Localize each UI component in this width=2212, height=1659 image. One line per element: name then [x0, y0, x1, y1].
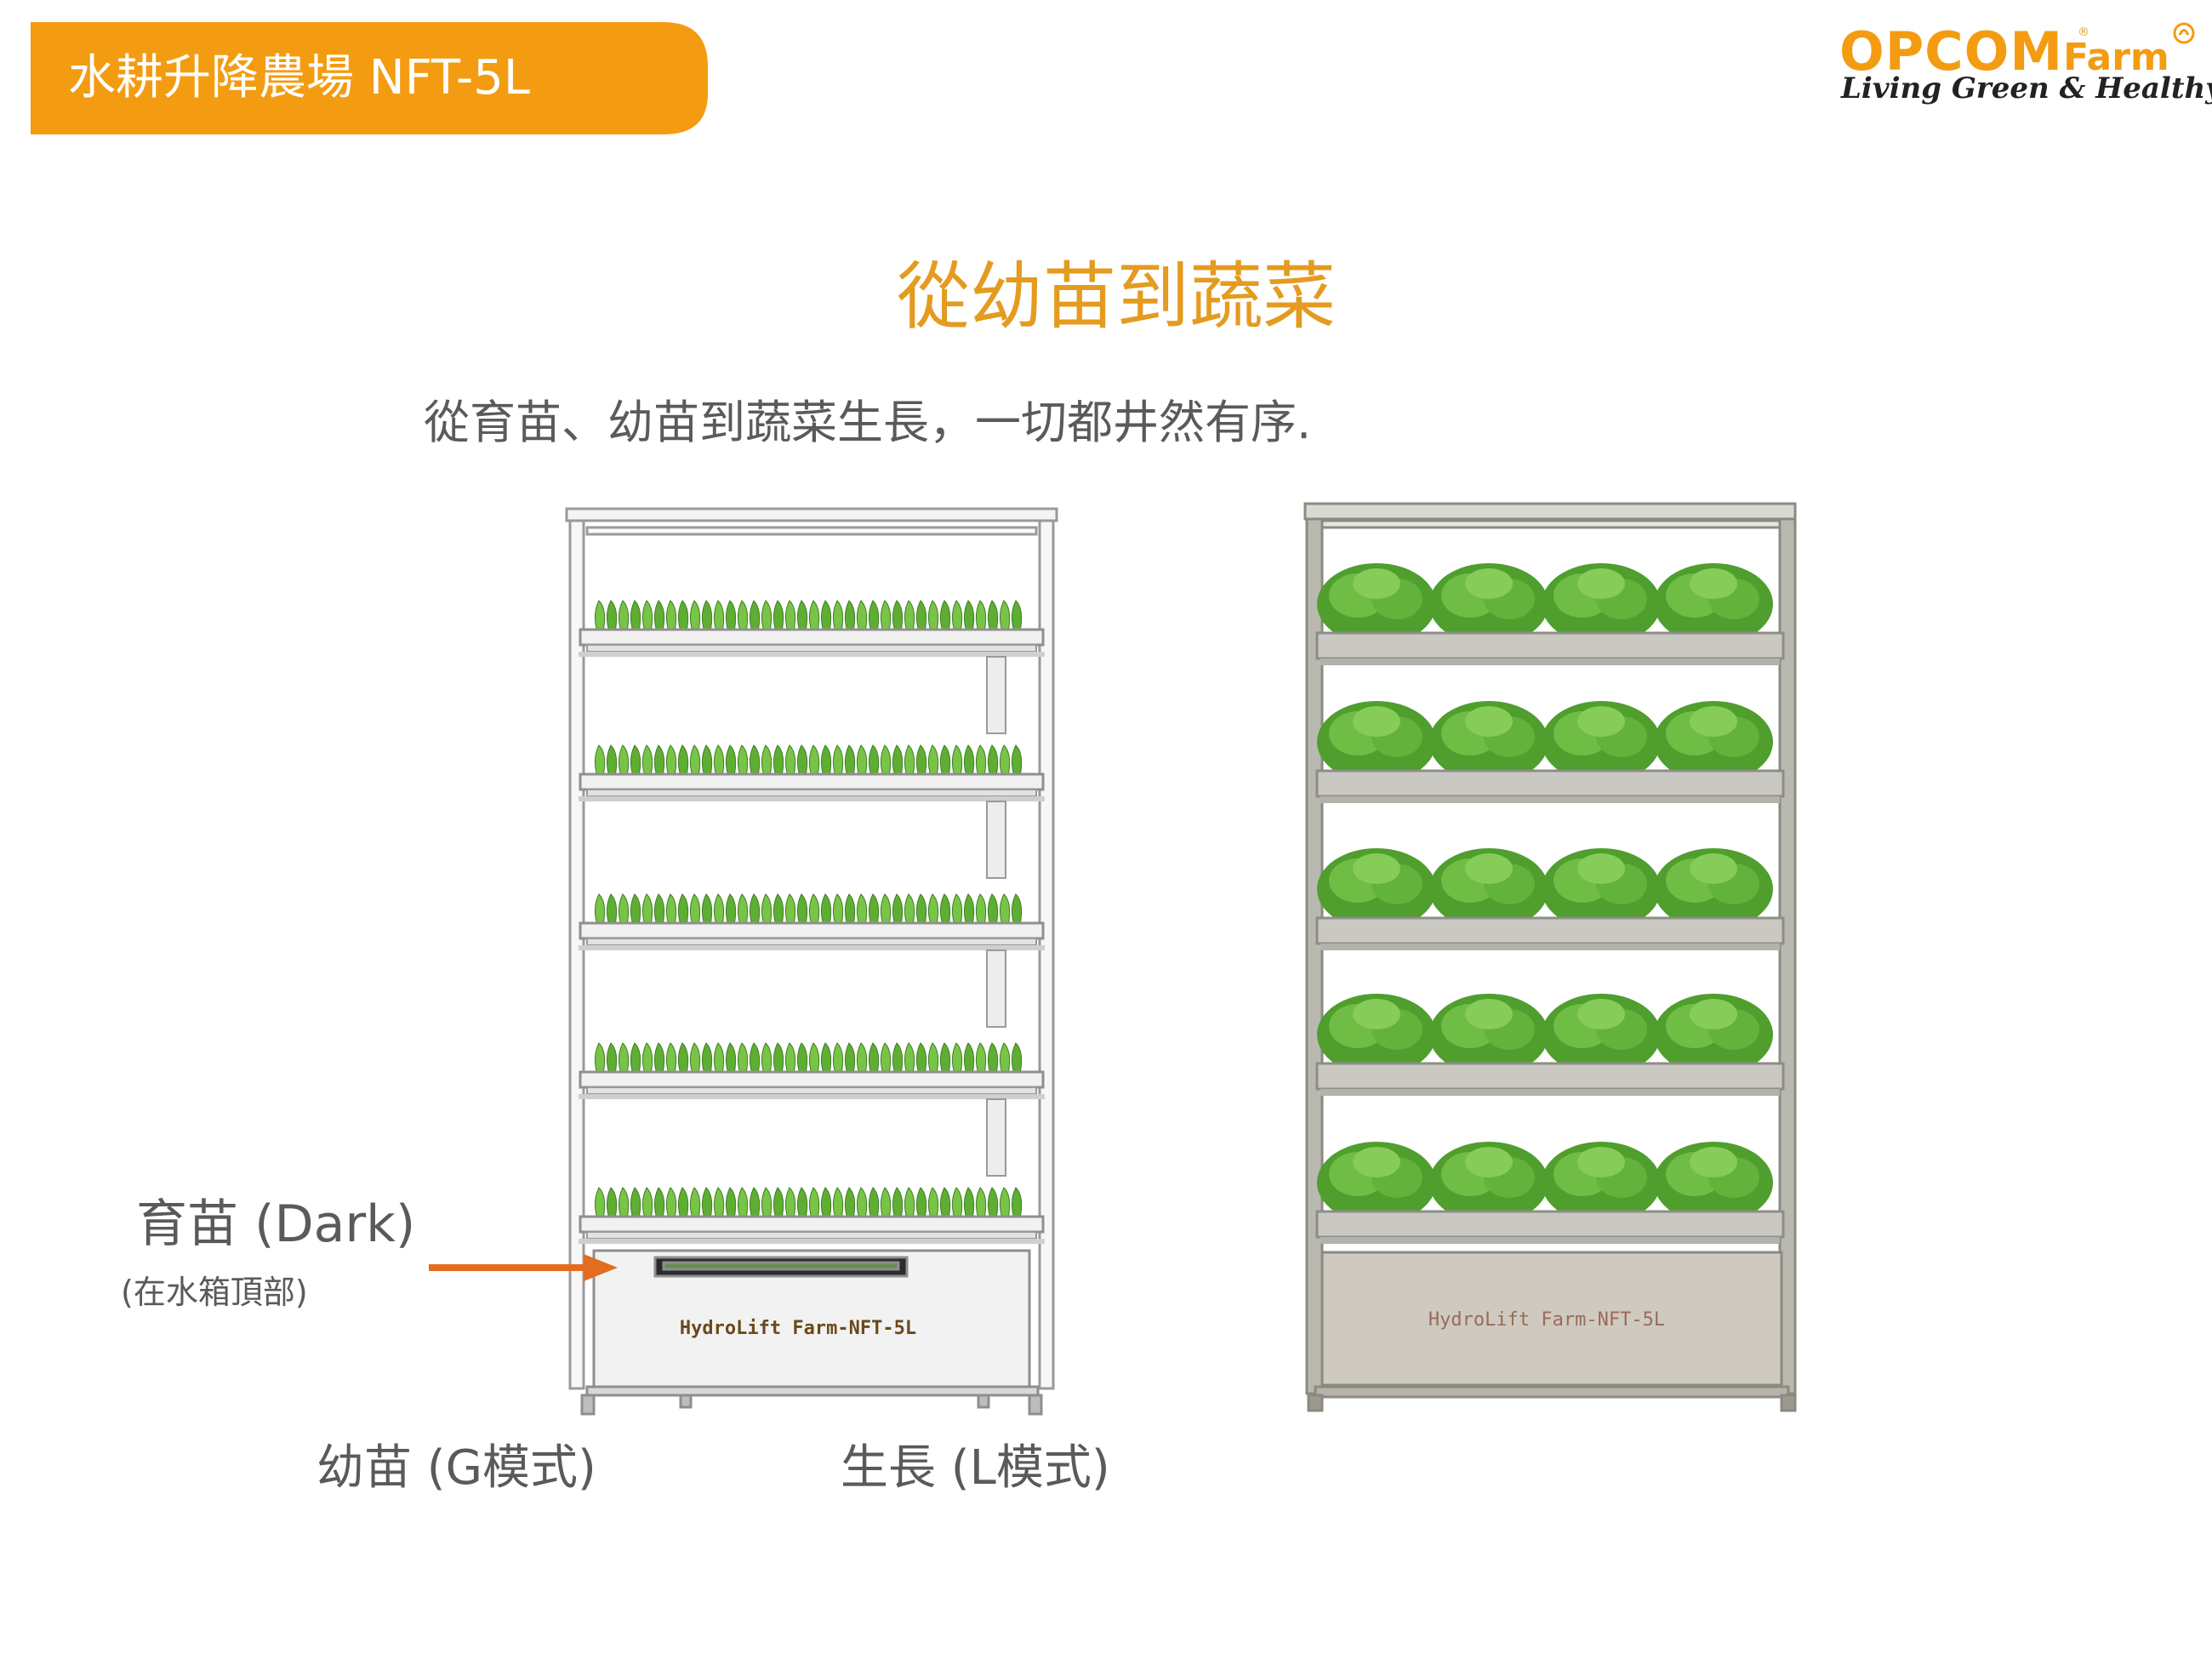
logo-registered-mark: ® — [2078, 26, 2089, 39]
opcom-farm-logo: OPCOMFarm ® Living Green & Healthy — [1839, 20, 2212, 114]
right-shelf — [1315, 994, 1785, 1096]
rack-growth-mode-illustration: HydroLift Farm-NFT-5L — [1303, 502, 1797, 1412]
section-heading: 從幼苗到蔬菜 — [0, 237, 2212, 343]
left-tank-label: HydroLift Farm-NFT-5L — [680, 1318, 916, 1339]
right-shelf — [1315, 563, 1785, 665]
left-shelf — [579, 600, 1045, 734]
label-nursery-note: (在水箱頂部) — [121, 1274, 308, 1311]
label-nursery-dark: 育苗 (Dark) — [136, 1194, 416, 1254]
rack-seedling-mode-illustration: HydroLift Farm-NFT-5L — [565, 507, 1058, 1416]
header-tab-shape — [31, 22, 708, 134]
label-growth-l-mode: 生長 (L模式) — [841, 1440, 1110, 1496]
logo-wordmark: OPCOMFarm — [1839, 20, 2169, 83]
logo-brand-suffix: Farm — [2063, 36, 2169, 79]
right-shelf — [1315, 701, 1785, 803]
left-shelf — [579, 1042, 1045, 1177]
left-shelf — [579, 1187, 1045, 1244]
sprout-icon — [2173, 22, 2195, 44]
header-title-tab: 水耕升降農場 NFT-5L — [31, 22, 708, 134]
right-tank-label: HydroLift Farm-NFT-5L — [1428, 1309, 1665, 1331]
logo-brand: OPCOM — [1839, 20, 2064, 83]
section-heading-text: 從幼苗到蔬菜 — [897, 254, 1336, 339]
page-title: 水耕升降農場 NFT-5L — [68, 50, 531, 105]
left-shelf — [579, 893, 1045, 1028]
right-shelf — [1315, 1142, 1785, 1244]
logo-tagline: Living Green & Healthy — [1841, 71, 2212, 105]
section-subtitle: 從育苗、幼苗到蔬菜生長，一切都井然有序. — [424, 396, 1312, 449]
right-shelf — [1315, 848, 1785, 950]
left-shelf — [579, 744, 1045, 879]
arrow-right-icon — [429, 1254, 618, 1281]
label-seedling-g-mode: 幼苗 (G模式) — [316, 1440, 596, 1496]
